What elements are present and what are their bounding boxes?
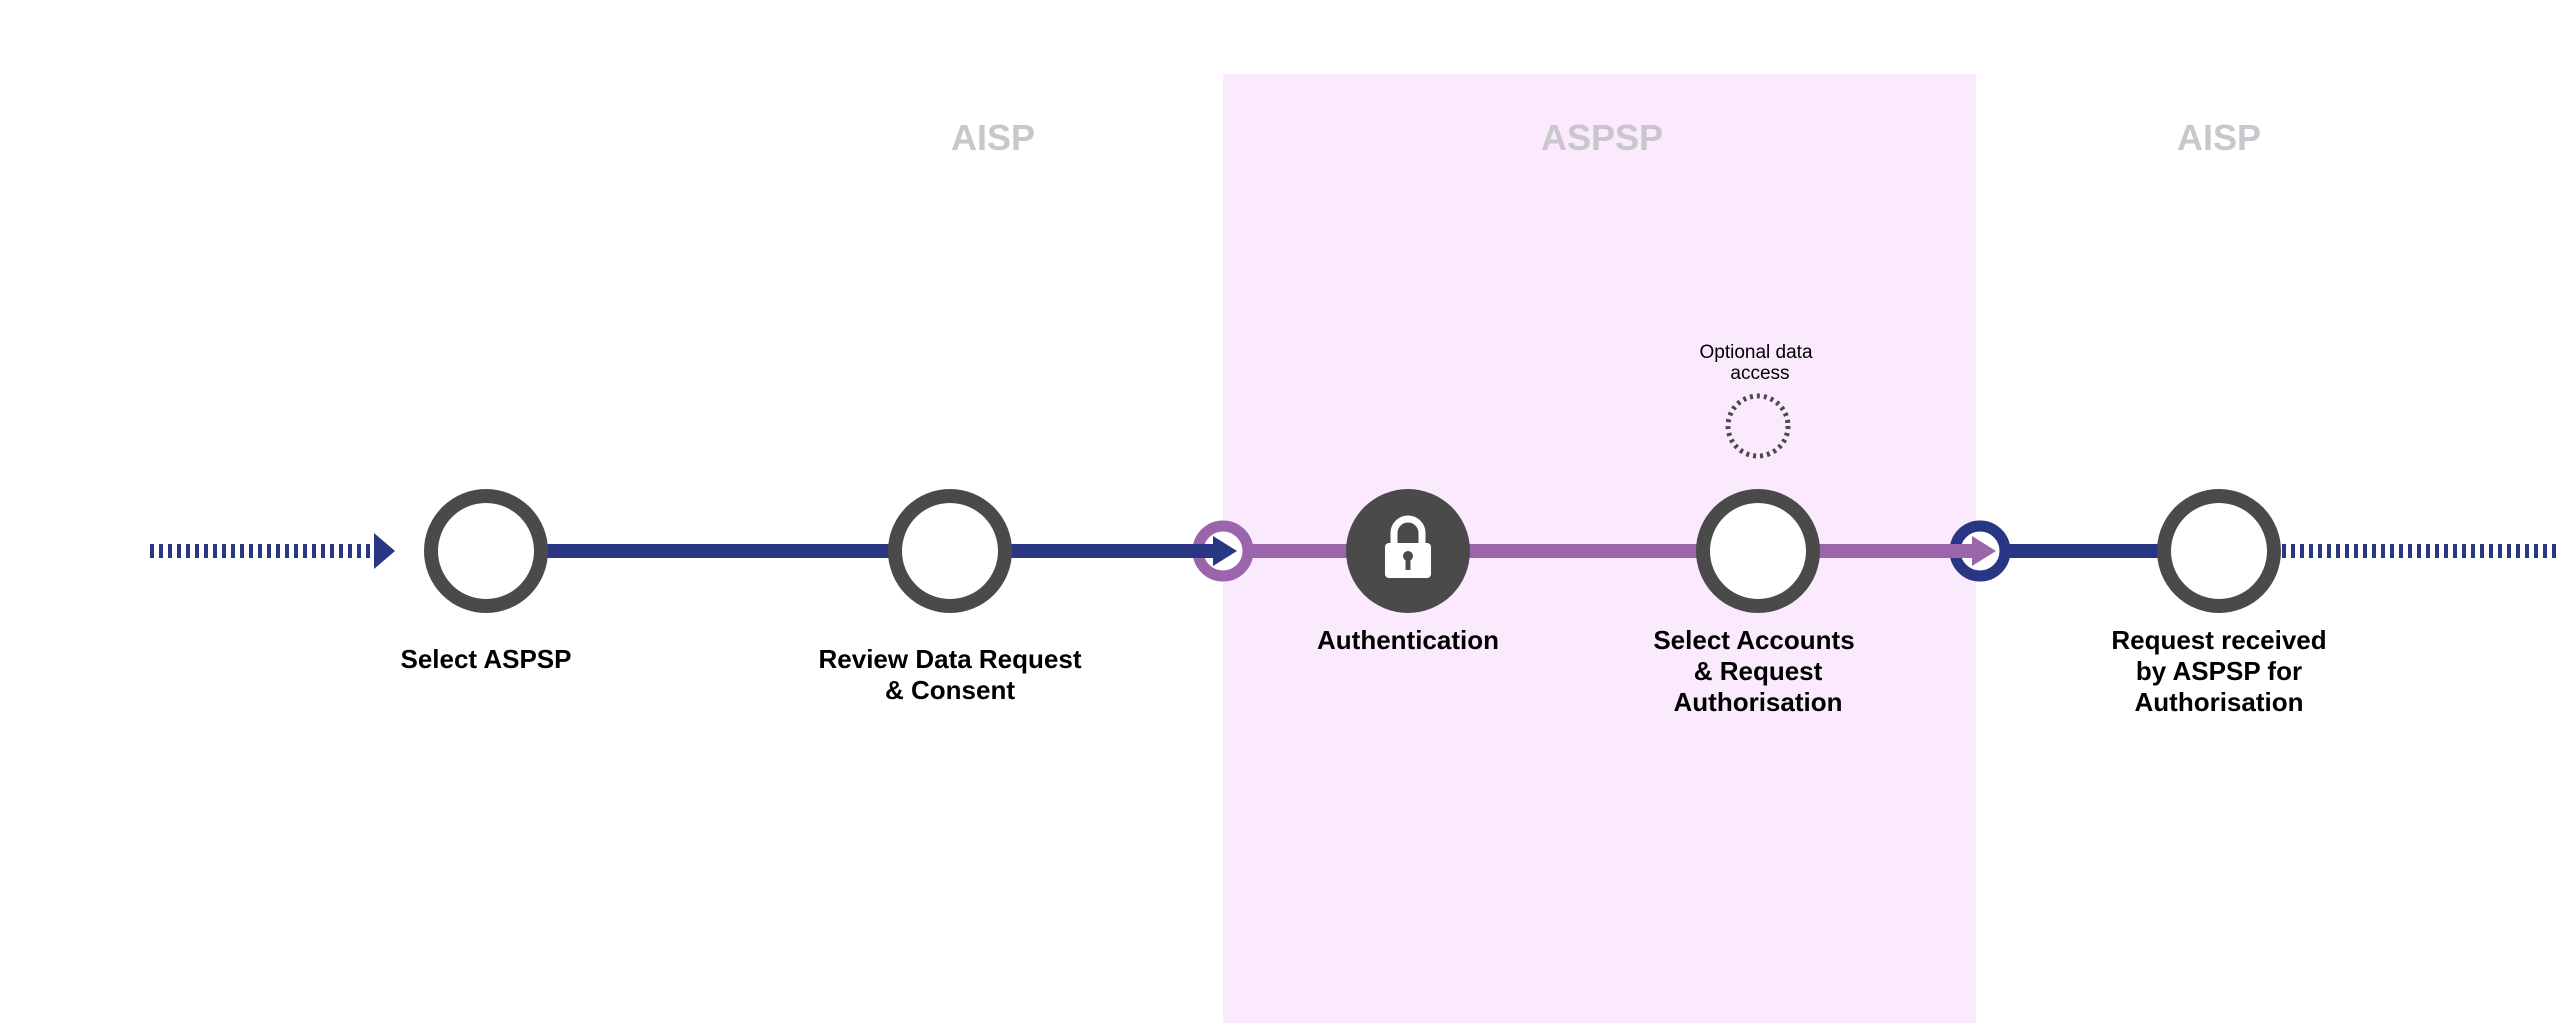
- optional-data-label-line-2: access: [1730, 363, 1789, 384]
- boundary-out-arrowhead: [1972, 536, 1996, 566]
- optional-data-label-line-1: Optional data: [1699, 342, 1812, 363]
- step-node-review-consent: [888, 489, 1012, 613]
- step-label-select-aspsp: Select ASPSP: [400, 644, 571, 674]
- step-label-authentication: Authentication: [1317, 625, 1499, 655]
- zone-label-aisp-left: AISP: [951, 117, 1035, 158]
- step-node-request-received: [2157, 489, 2281, 613]
- step-label-review-line-1: Review Data Request: [819, 644, 1082, 674]
- step-node-select-aspsp: [424, 489, 548, 613]
- step-label-select-accounts-line-1: Select Accounts: [1653, 625, 1854, 655]
- step-label-request-received-line-3: Authorisation: [2135, 687, 2304, 717]
- boundary-in-arrowhead: [1213, 536, 1237, 566]
- entry-arrowhead: [374, 533, 395, 569]
- step-label-request-received-line-1: Request received: [2111, 625, 2326, 655]
- step-label-select-accounts-line-3: Authorisation: [1674, 687, 1843, 717]
- optional-data-node: [1725, 393, 1791, 459]
- step-label-select-accounts-line-2: & Request: [1694, 656, 1823, 686]
- zone-label-aisp-right: AISP: [2177, 117, 2261, 158]
- lock-icon: [1385, 515, 1431, 578]
- zone-label-aspsp: ASPSP: [1541, 117, 1663, 158]
- step-node-select-accounts: [1696, 489, 1820, 613]
- step-label-review-line-2: & Consent: [885, 675, 1015, 705]
- step-label-request-received-line-2: by ASPSP for: [2136, 656, 2302, 686]
